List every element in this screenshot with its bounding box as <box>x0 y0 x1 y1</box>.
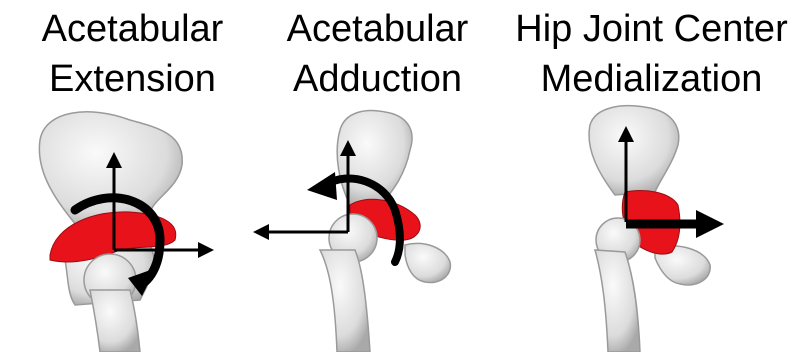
pubis-bone <box>405 244 450 283</box>
hip-medialization-illustration <box>500 0 803 352</box>
hip-adduction-illustration <box>245 0 510 352</box>
femur-shaft <box>90 290 140 352</box>
ilium-bone <box>589 106 679 195</box>
rotation-arrowhead <box>307 172 337 200</box>
femur-shaft <box>320 250 370 352</box>
horizontal-axis-arrowhead <box>198 242 214 258</box>
panel-acetabular-extension: Acetabular Extension <box>0 0 265 352</box>
panel-hip-joint-center-medialization: Hip Joint Center Medialization <box>500 0 803 352</box>
horizontal-axis-arrowhead <box>696 210 724 238</box>
hip-extension-illustration <box>0 0 265 352</box>
panel-acetabular-adduction: Acetabular Adduction <box>245 0 510 352</box>
femur-shaft <box>595 250 640 352</box>
horizontal-axis-arrowhead <box>253 224 269 240</box>
